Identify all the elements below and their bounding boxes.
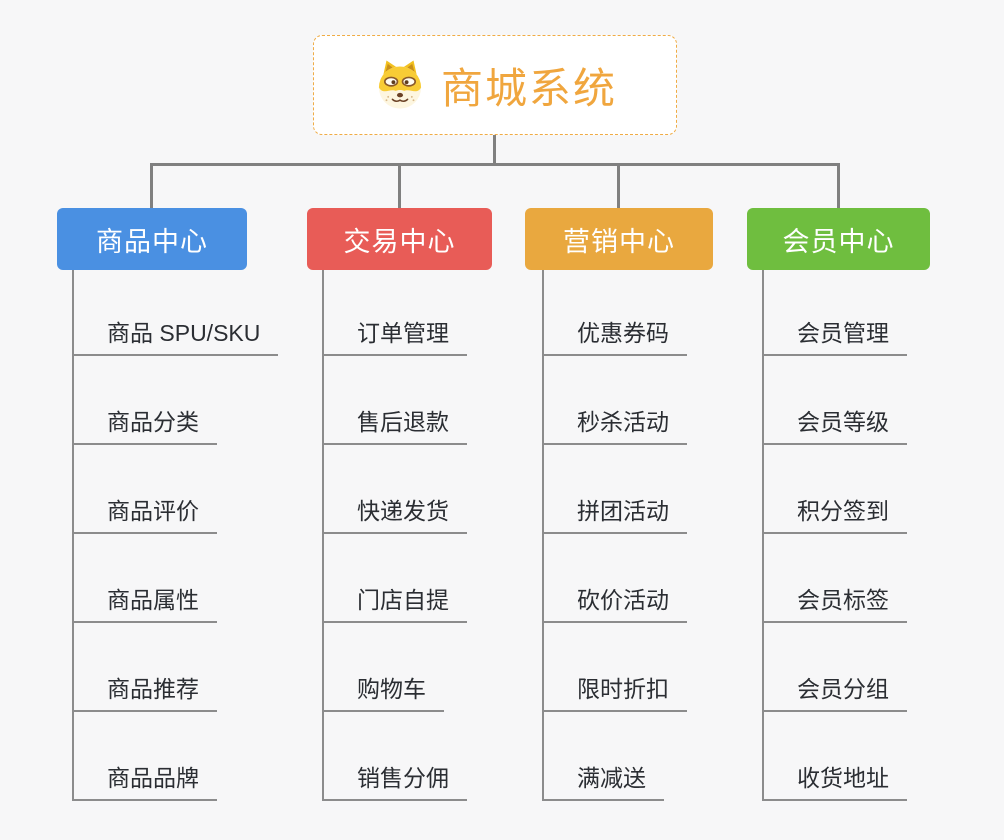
leaf-node[interactable]: 会员标签	[762, 585, 907, 623]
leaf-node[interactable]: 满减送	[542, 763, 664, 801]
doge-dog-face-icon	[378, 60, 422, 109]
branch-label: 商品中心	[96, 226, 208, 257]
leaf-node[interactable]: 收货地址	[762, 763, 907, 801]
leaf-node[interactable]: 商品评价	[72, 496, 217, 534]
connector-drop	[617, 163, 620, 208]
leaf-node[interactable]: 商品品牌	[72, 763, 217, 801]
connector-drop	[837, 163, 840, 208]
connector-root-stub	[493, 135, 496, 166]
leaf-node[interactable]: 商品分类	[72, 407, 217, 445]
branch-node-product-center[interactable]: 商品中心	[57, 208, 247, 270]
leaf-node[interactable]: 商品属性	[72, 585, 217, 623]
leaf-node[interactable]: 商品推荐	[72, 674, 217, 712]
connector-trunk	[322, 270, 324, 801]
branch-node-member-center[interactable]: 会员中心	[747, 208, 930, 270]
leaf-node[interactable]: 快递发货	[322, 496, 467, 534]
leaf-node[interactable]: 购物车	[322, 674, 444, 712]
branch-label: 交易中心	[343, 226, 456, 257]
leaf-node[interactable]: 积分签到	[762, 496, 907, 534]
branch-label: 会员中心	[782, 226, 895, 257]
leaf-node[interactable]: 拼团活动	[542, 496, 687, 534]
leaf-node[interactable]: 门店自提	[322, 585, 467, 623]
leaf-node[interactable]: 会员等级	[762, 407, 907, 445]
root-node-label: 商城系统	[440, 64, 617, 112]
branch-label: 营销中心	[563, 226, 675, 257]
leaf-node[interactable]: 秒杀活动	[542, 407, 687, 445]
connector-bus	[150, 163, 840, 166]
leaf-node[interactable]: 优惠券码	[542, 318, 687, 356]
leaf-node[interactable]: 砍价活动	[542, 585, 687, 623]
connector-trunk	[762, 270, 764, 801]
root-node[interactable]: 商城系统	[313, 35, 677, 135]
connector-trunk	[72, 270, 74, 801]
connector-drop	[398, 163, 401, 208]
leaf-node[interactable]: 限时折扣	[542, 674, 687, 712]
leaf-node[interactable]: 会员管理	[762, 318, 907, 356]
connector-drop	[150, 163, 153, 208]
connector-trunk	[542, 270, 544, 801]
leaf-node[interactable]: 售后退款	[322, 407, 467, 445]
leaf-node[interactable]: 订单管理	[322, 318, 467, 356]
branch-node-trade-center[interactable]: 交易中心	[307, 208, 492, 270]
leaf-node[interactable]: 会员分组	[762, 674, 907, 712]
leaf-node[interactable]: 商品 SPU/SKU	[72, 318, 279, 356]
branch-node-marketing-center[interactable]: 营销中心	[525, 208, 713, 270]
leaf-node[interactable]: 销售分佣	[322, 763, 467, 801]
